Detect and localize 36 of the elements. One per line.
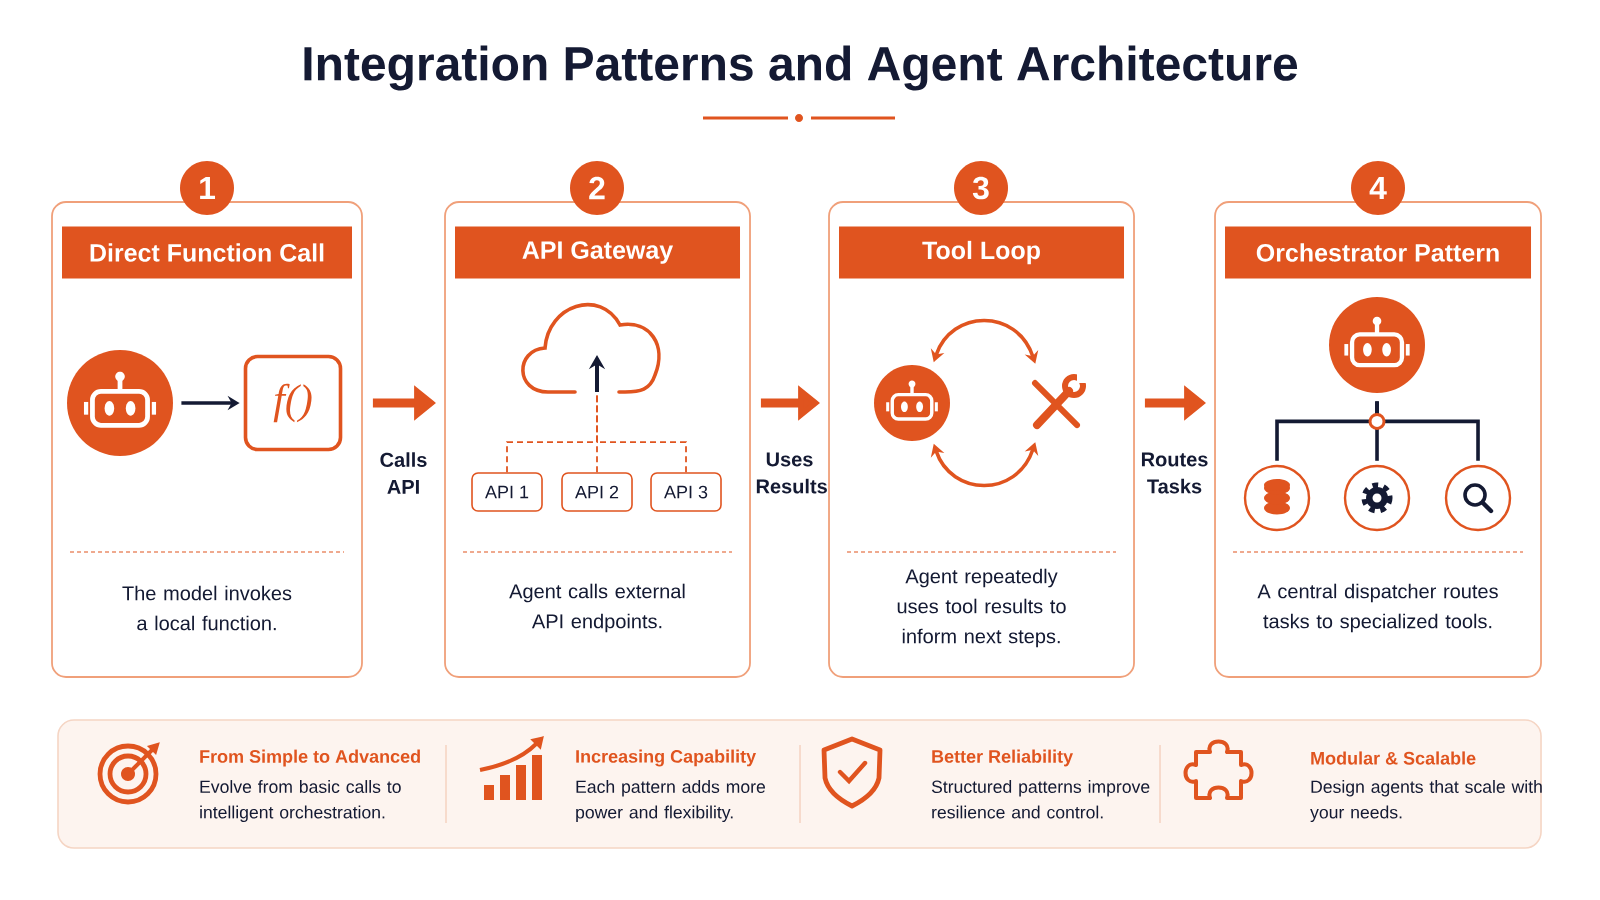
function-box: f() [243, 354, 343, 452]
heading-banner: Direct Function Call [62, 226, 352, 279]
heading-banner: API Gateway [455, 226, 740, 279]
description-text: A central dispatcher routes tasks to specialized tools. [1257, 583, 1498, 633]
heading-banner: Orchestrator Pattern [1225, 226, 1531, 279]
description-text: Agent calls external API endpoints. [509, 583, 685, 633]
title: Integration Patterns and Agent Architecture [304, 45, 1298, 91]
feature-heading: Better Reliability [932, 749, 1073, 767]
number-badge: 1 [180, 161, 234, 215]
number-badge: 2 [570, 161, 624, 215]
database-icon [1243, 464, 1311, 532]
robot-icon [874, 365, 950, 441]
robot-icon [1329, 297, 1425, 393]
tools-icon [1032, 373, 1087, 429]
feature-text: Each pattern adds more power and flexibility. [576, 780, 765, 822]
robot-icon [67, 350, 173, 456]
number-badge: 3 [954, 161, 1008, 215]
feature-text: Design agents that scale with your needs. [1310, 780, 1542, 822]
feature-text: Structured patterns improve resilience and control. [931, 780, 1150, 819]
edge-label: Routes Tasks [1141, 452, 1208, 494]
feature-heading: From Simple to Advanced [200, 749, 420, 767]
gear-icon [1343, 464, 1411, 532]
description-text: Agent repeatedly uses tool results to inform next steps. [897, 568, 1066, 648]
description-text: The model invokes a local function. [122, 585, 292, 631]
search-icon [1444, 464, 1512, 532]
api-box: API 3 [650, 472, 722, 512]
number-badge: 4 [1351, 161, 1405, 215]
heading-banner: Tool Loop [839, 226, 1124, 279]
feature-text: Evolve from basic calls to intelligent orchestration. [200, 780, 401, 822]
feature-heading: Increasing Capability [576, 749, 756, 767]
edge-label: Uses Results [756, 452, 827, 494]
edge-label: Calls API [380, 452, 427, 494]
api-box: API 2 [561, 472, 633, 512]
cloud-icon [521, 303, 661, 394]
feature-heading: Modular & Scalable [1311, 751, 1476, 765]
api-box: API 1 [471, 472, 543, 512]
